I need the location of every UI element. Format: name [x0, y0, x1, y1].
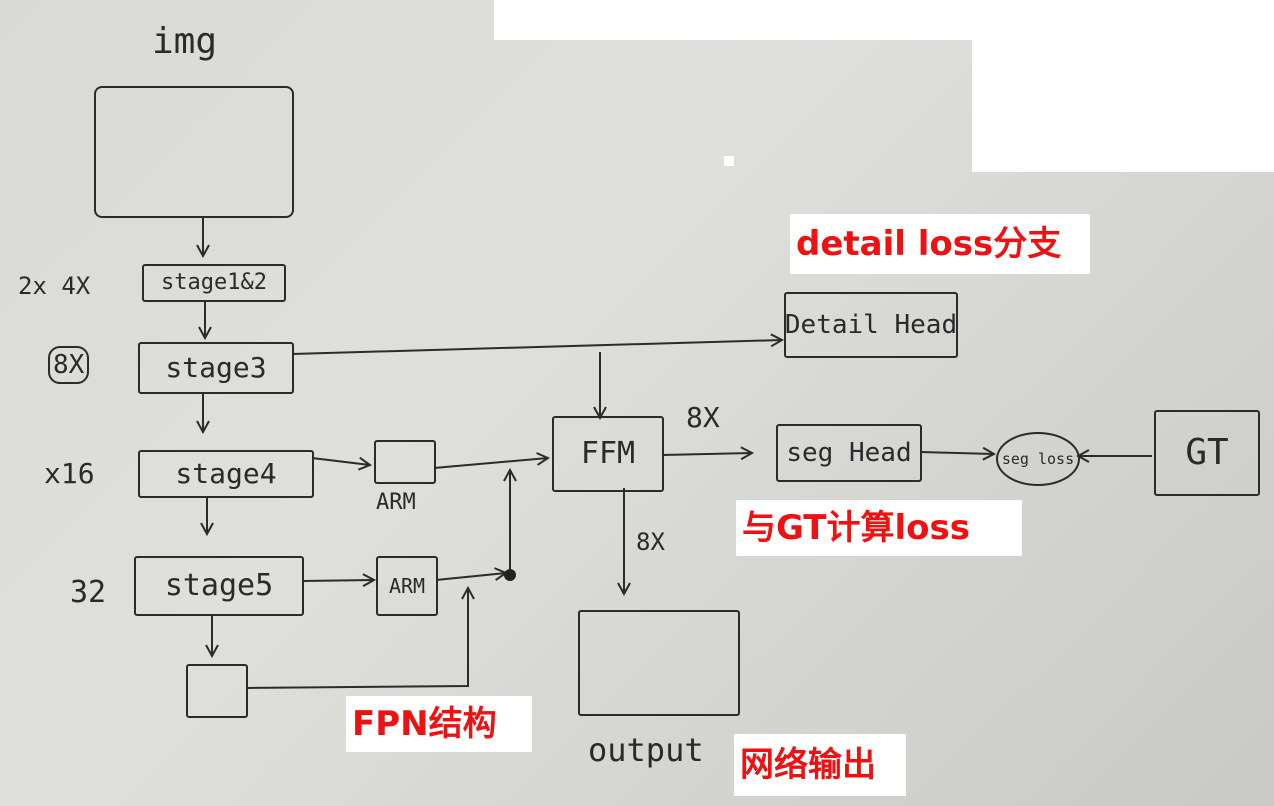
scale-ffm-seg: 8X [686, 401, 720, 434]
gt-box: GT [1154, 410, 1260, 496]
annotation-gt-loss: 与GT计算loss [736, 500, 1022, 556]
arm1-box [374, 440, 436, 484]
seg-head-box: seg Head [776, 424, 922, 482]
white-patch-right [972, 0, 1274, 172]
scale-8x: 8X [48, 346, 90, 384]
arrow-seghead-to-segloss [919, 452, 994, 454]
line-arm1-to-ffm [433, 458, 548, 469]
stage5-box: stage5 [134, 556, 304, 616]
detail-head-box: Detail Head [784, 292, 958, 358]
scale-x16: x16 [44, 457, 95, 490]
stage3-box: stage3 [138, 342, 294, 394]
arrow-ffm-to-seghead [661, 453, 752, 455]
ffm-box: FFM [552, 416, 664, 492]
annotation-network-output: 网络输出 [734, 734, 906, 796]
pool-box [186, 664, 248, 718]
stage4-box: stage4 [138, 450, 314, 498]
line-stage3-to-detail [291, 340, 782, 355]
annotation-fpn: FPN结构 [346, 696, 532, 752]
arm2-box: ARM [376, 556, 438, 616]
arrow-stage5-to-arm2 [301, 580, 374, 581]
annotation-detail-loss: detail loss分支 [790, 214, 1090, 274]
arm1-label: ARM [376, 490, 416, 515]
output-box [578, 610, 740, 716]
scale-32: 32 [70, 575, 107, 610]
white-patch-dot [724, 156, 734, 166]
stage12-box: stage1&2 [142, 264, 286, 302]
img-box [94, 86, 294, 218]
scale-2x-4x: 2x 4X [18, 272, 91, 300]
seg-loss-ellipse: seg loss [996, 432, 1080, 486]
line-pool-to-arm2 [245, 588, 468, 689]
junction-dot [504, 569, 516, 581]
img-label: img [152, 21, 218, 62]
scale-ffm-output: 8X [636, 528, 665, 556]
arrow-stage4-to-arm1 [311, 458, 370, 465]
line-arm2-to-junction [435, 573, 506, 581]
output-label: output [588, 731, 704, 769]
